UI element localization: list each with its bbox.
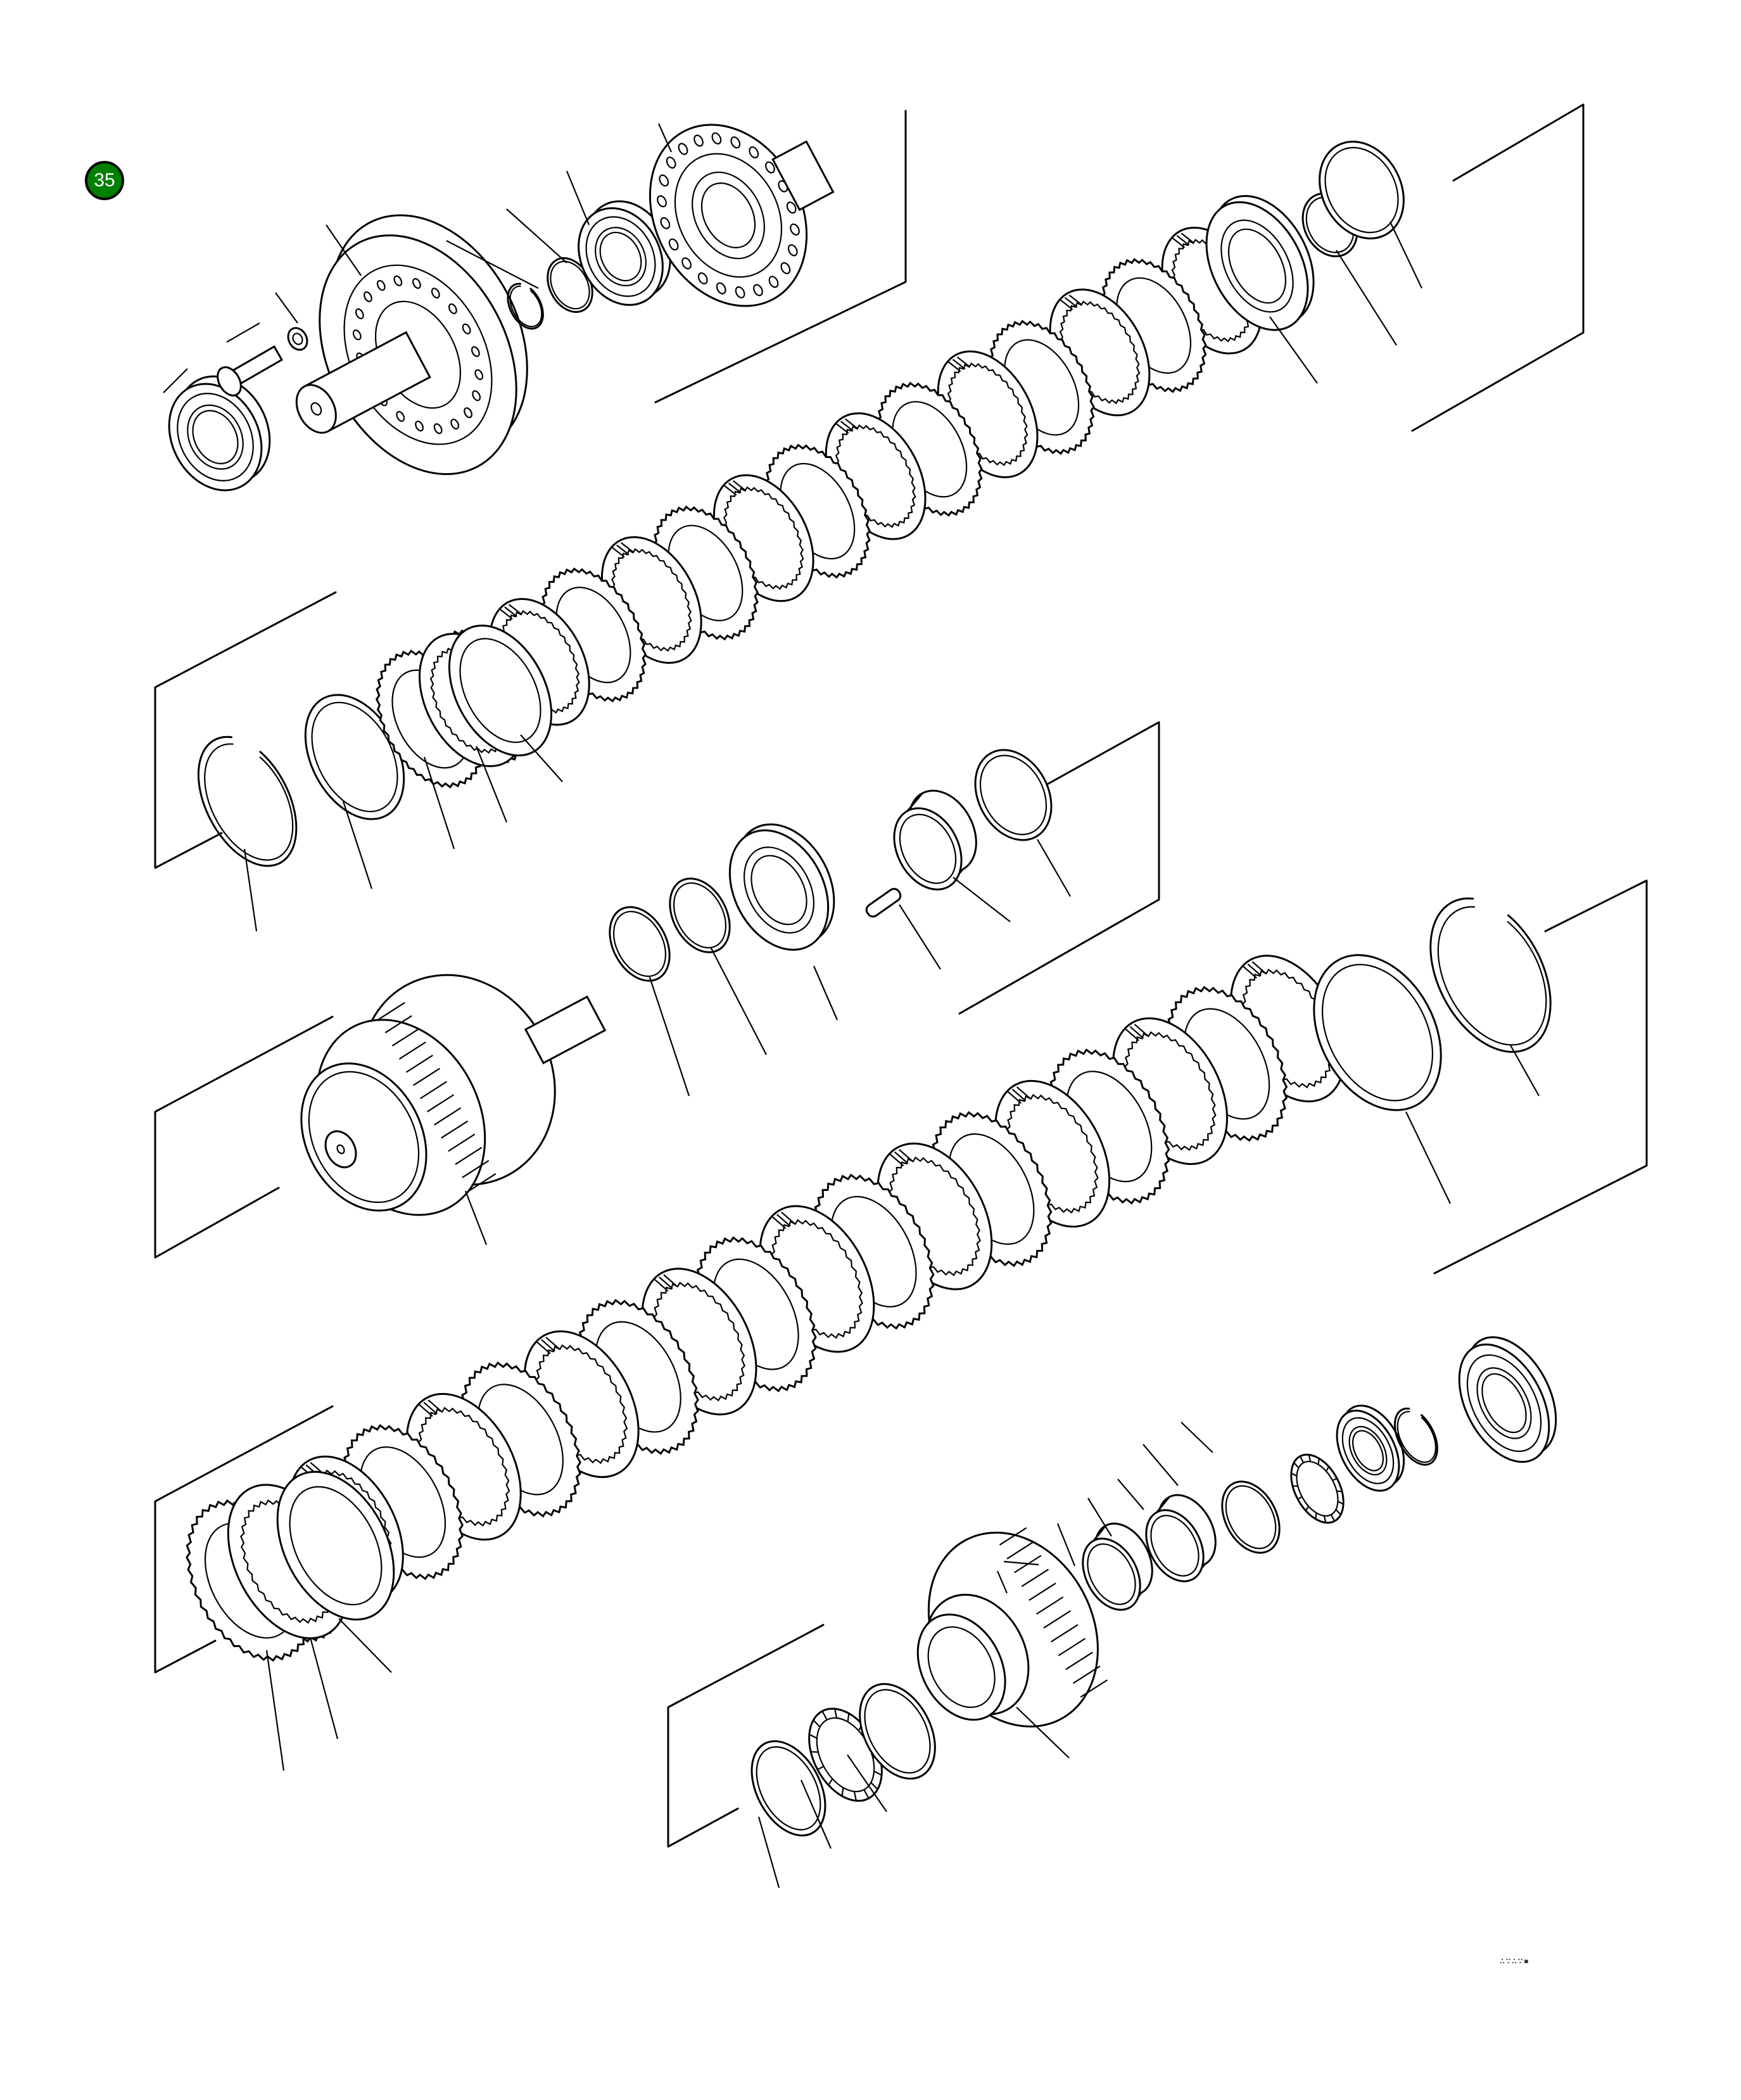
- carrier-shaft: [295, 214, 528, 475]
- ring-1-leader-line: [648, 975, 690, 1097]
- seal-ring-large: [1319, 141, 1405, 239]
- friction-disc-2-leader-line: [309, 1637, 339, 1740]
- washer-leader-line: [275, 292, 298, 324]
- bearing-rear-small: [1336, 1404, 1405, 1492]
- thrust-bearing-2: [1290, 1453, 1345, 1524]
- bearing-rear-small-leader-line: [1117, 1479, 1144, 1510]
- piston: [728, 823, 835, 951]
- thrust-washer-3-leader-line: [1056, 1523, 1076, 1567]
- hub-gear-leader-line: [1016, 1707, 1070, 1759]
- snap-ring-1-leader-line: [446, 240, 539, 289]
- bolt-leader-line: [226, 322, 260, 343]
- drawing-stamp: ∴∵∴∵▪: [1500, 1956, 1530, 1966]
- leader-lines: [163, 123, 1540, 1888]
- rear-ring-group-frame: [1433, 879, 1648, 1275]
- needle-bearing-2: [1145, 1494, 1217, 1582]
- hub-gear: [916, 1527, 1108, 1728]
- thrust-washer-2: [859, 1683, 936, 1780]
- dowel-pin: [865, 888, 902, 918]
- hub-group-frame: [667, 1624, 825, 1848]
- bearing-front: [168, 375, 271, 492]
- ring-2: [669, 877, 731, 953]
- thrust-bearing-2-leader-line: [1087, 1498, 1112, 1537]
- bearing-2-leader-line: [566, 170, 590, 226]
- piston-group-frame: [958, 721, 1160, 1015]
- end-disc-2-leader-line: [265, 1650, 285, 1771]
- thrust-washer-1-leader-line: [757, 1816, 780, 1888]
- bearing-rear: [1458, 1336, 1557, 1463]
- bearing-rear-leader-line: [1181, 1422, 1213, 1453]
- retainer-plate: [1205, 194, 1315, 331]
- output-flange-group-frame: [654, 110, 907, 404]
- ring-1: [609, 906, 671, 982]
- clutch-drum-leader-line: [464, 1190, 488, 1245]
- needle-bearing-1: [1082, 1522, 1153, 1611]
- seal-ring-small-leader-line: [1336, 250, 1397, 346]
- ring-2-leader-line: [710, 946, 767, 1055]
- front-seal-group-frame: [1411, 103, 1585, 432]
- pressure-plate: [1313, 954, 1442, 1111]
- seal-ring-large-leader-line: [1390, 221, 1422, 289]
- end-disc-1-leader-line: [423, 756, 455, 850]
- drum-group-frame: [154, 1015, 334, 1259]
- clutch-stack-lower: [224, 955, 1346, 1643]
- pressure-plate-leader-line: [1405, 1111, 1451, 1204]
- steel-plate-2: [276, 1470, 395, 1621]
- carrier-shaft-leader-line: [326, 224, 362, 276]
- steel-plate-1-leader-line: [520, 734, 563, 782]
- spacer-ring-leader-line: [506, 208, 567, 264]
- flange-hub: [649, 124, 835, 307]
- thrust-washer-2-leader-line: [847, 1754, 887, 1812]
- needle-bearing-1-leader-line: [996, 1570, 1008, 1594]
- piston-leader-line: [813, 965, 839, 1021]
- dowel-pin-leader-line: [899, 904, 941, 970]
- washer: [287, 327, 308, 351]
- bolt: [217, 345, 284, 397]
- o-ring-leader-line: [1037, 839, 1071, 897]
- figure-number-badge: 35: [85, 161, 124, 200]
- steel-plate-2-leader-line: [338, 1618, 392, 1673]
- parts-layer: [168, 124, 1557, 1836]
- snap-ring-small: [1394, 1407, 1438, 1466]
- clutch-stack-upper: [427, 226, 1263, 765]
- thrust-bearing-1-leader-line: [800, 1779, 832, 1849]
- clutch-pack-1-group-frame: [154, 591, 337, 869]
- snap-ring-large: [197, 735, 298, 867]
- snap-ring-rear: [1429, 897, 1552, 1053]
- clutch-pack-2-group-frame: [154, 1405, 334, 1674]
- thrust-washer-3: [1221, 1480, 1281, 1554]
- sleeve-leader-line: [953, 877, 1011, 922]
- retainer-plate-leader-line: [1269, 316, 1318, 384]
- figure-number-label: 35: [94, 170, 115, 191]
- friction-disc-1-leader-line: [475, 746, 508, 823]
- snap-ring-large-leader-line: [243, 848, 258, 932]
- flange-hub-leader-line: [657, 123, 673, 153]
- needle-bearing-2-leader-line: [1003, 1560, 1039, 1566]
- snap-ring-rear-leader-line: [1510, 1045, 1540, 1097]
- piston-plate-leader-line: [342, 801, 373, 889]
- group-frames: [154, 103, 1648, 1848]
- clutch-stacks: [224, 226, 1346, 1643]
- bearing-front-leader-line: [163, 368, 188, 393]
- sleeve: [893, 789, 977, 891]
- piston-plate: [304, 694, 405, 820]
- snap-ring-1: [507, 283, 544, 330]
- snap-ring-small-leader-line: [1143, 1444, 1179, 1486]
- o-ring: [974, 749, 1053, 841]
- steel-plate-1: [448, 624, 553, 757]
- thrust-washer-1: [750, 1740, 826, 1836]
- clutch-drum: [300, 974, 607, 1216]
